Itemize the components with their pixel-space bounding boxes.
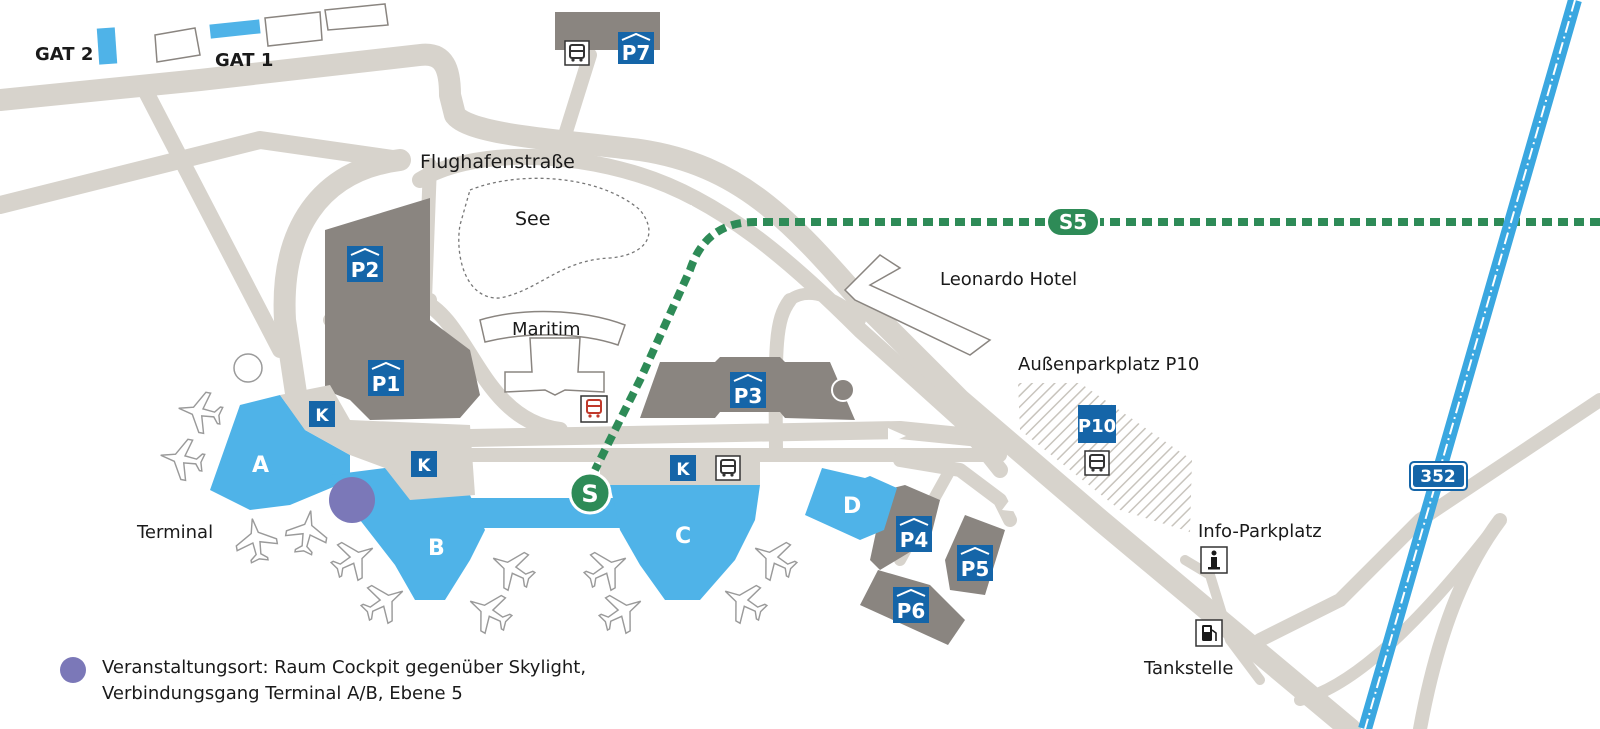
gat-buildings xyxy=(96,3,389,65)
flughafenstrasse-label: Flughafenstraße xyxy=(420,151,575,173)
legend-text: Veranstaltungsort: Raum Cockpit gegenübe… xyxy=(102,655,586,707)
parking-badge-p2[interactable]: P2 xyxy=(347,246,383,282)
tankstelle-label: Tankstelle xyxy=(1143,658,1233,679)
legend-line-2: Verbindungsgang Terminal A/B, Ebene 5 xyxy=(102,683,463,704)
see-label: See xyxy=(515,208,550,230)
terminal-a-label: A xyxy=(252,453,269,478)
parking-badge-p7[interactable]: P7 xyxy=(618,32,654,65)
fuel-icon xyxy=(1195,619,1223,647)
s5-badge: S5 xyxy=(1048,209,1098,235)
bus-icon xyxy=(715,455,741,481)
p3-tower xyxy=(831,378,855,402)
p4-label: P4 xyxy=(900,528,929,552)
p2-label: P2 xyxy=(351,258,380,282)
motorway-label: 352 xyxy=(1420,467,1456,487)
motorway-badge: 352 xyxy=(1409,461,1468,491)
s5-label: S5 xyxy=(1059,210,1087,234)
maritim-hotel xyxy=(479,310,626,396)
info-icon xyxy=(1200,546,1228,574)
parking-badge-p4[interactable]: P4 xyxy=(896,516,932,552)
s-station-label: S xyxy=(581,480,598,508)
parking-badge-p1[interactable]: P1 xyxy=(368,360,404,396)
road-arrows xyxy=(672,205,1020,512)
venue-legend-dot xyxy=(60,657,86,683)
kiss-fly-2-label: K xyxy=(417,456,431,476)
motorway-a352 xyxy=(1358,0,1582,729)
p6-label: P6 xyxy=(897,599,926,623)
parking-badge-p3[interactable]: P3 xyxy=(730,372,766,408)
terminal-c-label: C xyxy=(675,524,691,549)
terminal-b-label: B xyxy=(428,536,445,561)
kiss-fly-1[interactable]: K xyxy=(309,401,335,427)
p5-label: P5 xyxy=(961,557,990,581)
terminal-d xyxy=(805,468,897,540)
terminal-d-label: D xyxy=(843,494,861,519)
gat2-label: GAT 2 xyxy=(35,44,93,65)
parking-badge-p6[interactable]: P6 xyxy=(893,587,929,623)
kiss-fly-2[interactable]: K xyxy=(411,451,437,477)
legend-line-1: Veranstaltungsort: Raum Cockpit gegenübe… xyxy=(102,657,587,678)
p10-label: P10 xyxy=(1078,416,1116,437)
info-parkplatz-label: Info-Parkplatz xyxy=(1198,521,1322,542)
bus-red-icon xyxy=(580,395,608,423)
parking-badge-p10[interactable]: P10 xyxy=(1078,405,1116,443)
p7-label: P7 xyxy=(622,41,651,65)
terminal-c xyxy=(610,485,760,600)
maritim-label: Maritim xyxy=(512,319,581,340)
parking-badge-p5[interactable]: P5 xyxy=(957,545,993,581)
tower-circle xyxy=(233,353,263,383)
bus-icon xyxy=(1084,450,1110,476)
leonardo-hotel xyxy=(843,254,992,356)
s-bahn-station[interactable]: S xyxy=(568,471,612,515)
lake xyxy=(458,177,650,299)
kiss-fly-1-label: K xyxy=(315,406,329,426)
p1-label: P1 xyxy=(372,372,401,396)
p10-area-label: Außenparkplatz P10 xyxy=(1018,354,1199,375)
bus-icon xyxy=(564,40,590,66)
leonardo-label: Leonardo Hotel xyxy=(940,269,1077,290)
kiss-fly-3[interactable]: K xyxy=(670,455,696,481)
terminal-label: Terminal xyxy=(136,522,213,543)
p3-label: P3 xyxy=(734,384,763,408)
terminal-a xyxy=(210,395,350,510)
kiss-fly-3-label: K xyxy=(676,460,690,480)
gat1-label: GAT 1 xyxy=(215,50,273,71)
venue-marker[interactable] xyxy=(329,477,375,523)
